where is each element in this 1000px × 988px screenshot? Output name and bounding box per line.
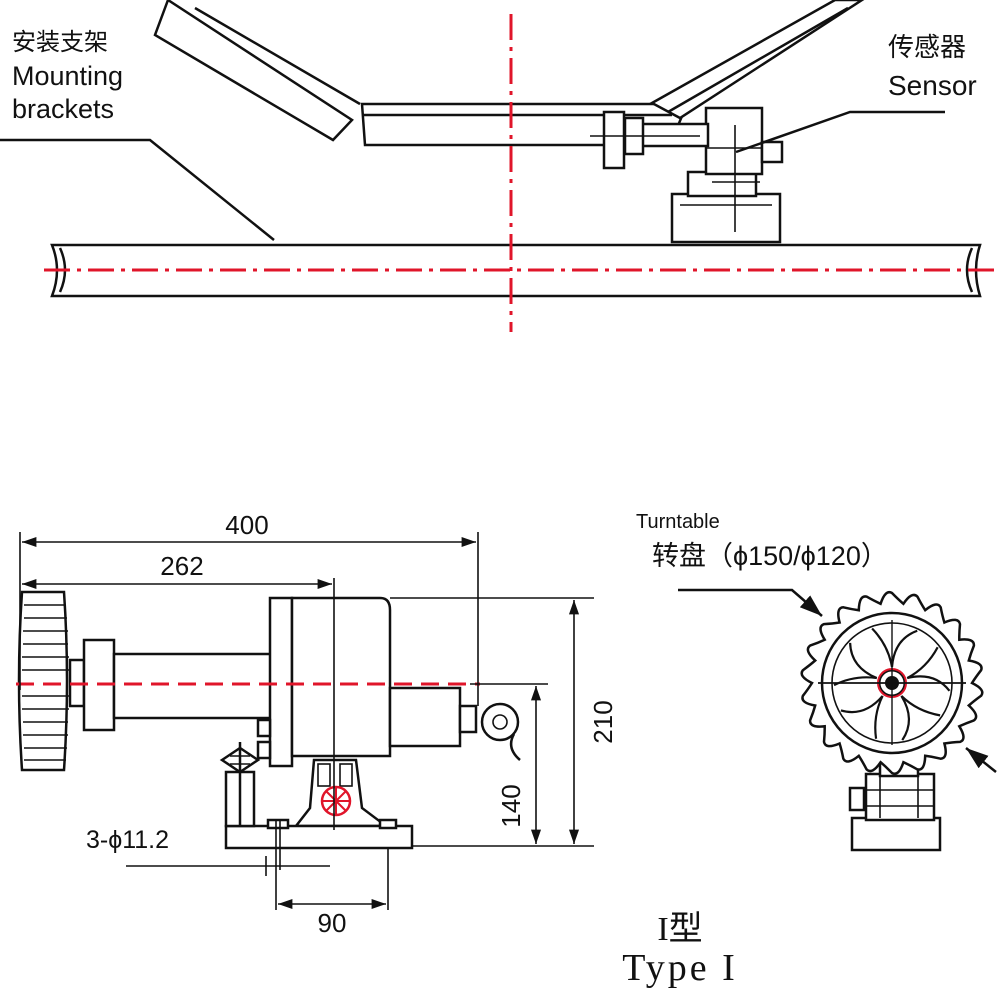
turntable-spoke xyxy=(874,695,884,739)
dim-90: 90 xyxy=(318,908,347,938)
housing-cap xyxy=(388,686,462,748)
mounting-plate xyxy=(268,596,294,768)
sensor-housing xyxy=(290,596,392,758)
turntable-arrow xyxy=(965,747,997,773)
turntable-label-en: Turntable xyxy=(636,511,720,533)
sensor-leader-line xyxy=(735,110,945,154)
left-roller xyxy=(153,0,361,142)
right-roller xyxy=(649,0,865,120)
mounting-label-cn: 安装支架 xyxy=(12,29,108,56)
turntable-spoke xyxy=(871,627,894,668)
turntable-spoke xyxy=(906,646,939,680)
turntable-spoke xyxy=(900,695,941,717)
turntable-spoke xyxy=(906,675,951,692)
turntable-base xyxy=(850,816,942,852)
mounting-label-en-2: brackets xyxy=(12,94,114,124)
dim-210: 210 xyxy=(588,700,618,743)
sensor-assembly xyxy=(590,106,784,244)
dim-262: 262 xyxy=(160,551,203,581)
sensor-label-en: Sensor xyxy=(888,70,977,101)
base-plate xyxy=(224,824,414,850)
turntable-view: Turntable 转盘（ϕ150/ϕ120） xyxy=(636,511,997,852)
turntable-body xyxy=(864,772,936,822)
dim-400: 400 xyxy=(225,510,268,540)
cable-hook xyxy=(480,702,521,761)
turntable-spoke xyxy=(840,695,884,714)
mounting-label-en-1: Mounting xyxy=(12,61,123,91)
turntable-label-cn: 转盘（ϕ150/ϕ120） xyxy=(652,541,888,571)
mounting-leader-line xyxy=(0,138,275,241)
dim-140: 140 xyxy=(496,784,526,827)
turntable-spoke xyxy=(849,642,878,680)
type-label-en: Type I xyxy=(622,947,738,988)
shaft-tube xyxy=(112,652,274,720)
turntable-spoke xyxy=(900,695,911,741)
side-view: 400 262 210 140 90 3-ϕ11.2 xyxy=(16,510,618,938)
sensor-label-cn: 传感器 xyxy=(888,32,966,62)
turntable-leader-line xyxy=(678,588,823,617)
dim-holes: 3-ϕ11.2 xyxy=(86,826,169,854)
connector xyxy=(458,704,478,734)
top-view: 安装支架 Mounting brackets 传感器 Sensor xyxy=(0,0,995,332)
switch-bolt xyxy=(219,742,261,828)
side-turntable xyxy=(17,590,69,772)
type-label-cn: I型 xyxy=(657,911,702,948)
pivot-bracket xyxy=(293,758,390,828)
